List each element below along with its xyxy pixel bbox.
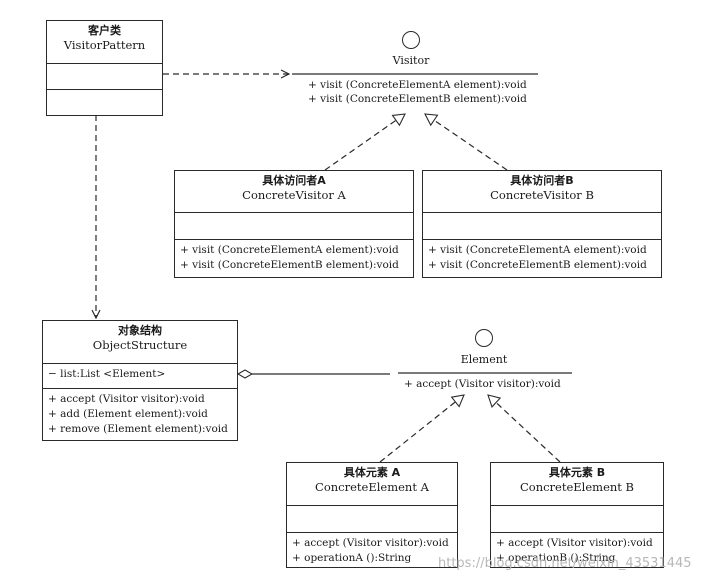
- element-interface: Element: [452, 329, 516, 366]
- concrete-visitor-b-op: + visit (ConcreteElementB element):void: [428, 259, 647, 271]
- concrete-element-b-header: 具体元素 B ConcreteElement B: [491, 463, 663, 505]
- watermark-text: https://blog.csdn.net/weixin_43531445: [438, 556, 692, 571]
- concrete-element-a-title-en: ConcreteElement A: [315, 480, 429, 494]
- concrete-element-a-class: 具体元素 A ConcreteElement A + accept (Visit…: [286, 462, 458, 568]
- concrete-visitor-a-operations: + visit (ConcreteElementA element):void …: [175, 239, 413, 275]
- visitor-name: Visitor: [392, 54, 430, 67]
- concrete-visitor-a-op: + visit (ConcreteElementB element):void: [180, 259, 399, 271]
- visitor-a-realization: [324, 113, 406, 171]
- visitor-operations: + visit (ConcreteElementA element):void …: [308, 78, 527, 106]
- element-name: Element: [460, 353, 508, 366]
- object-structure-header: 对象结构 ObjectStructure: [43, 321, 237, 363]
- client-operations: [47, 89, 162, 115]
- concrete-element-a-title-cn: 具体元素 A: [343, 466, 401, 479]
- object-structure-class: 对象结构 ObjectStructure − list:List <Elemen…: [42, 320, 238, 441]
- concrete-visitor-a-op: + visit (ConcreteElementA element):void: [180, 244, 399, 256]
- client-attributes: [47, 63, 162, 89]
- concrete-visitor-b-op: + visit (ConcreteElementA element):void: [428, 244, 647, 256]
- element-op: + accept (Visitor visitor):void: [404, 378, 561, 390]
- visitor-interface: Visitor: [380, 31, 442, 67]
- object-structure-title-en: ObjectStructure: [92, 338, 188, 352]
- visitor-b-realization: [424, 113, 508, 171]
- concrete-element-b-op: + accept (Visitor visitor):void: [496, 537, 653, 549]
- object-structure-attr: − list:List <Element>: [48, 368, 166, 380]
- element-a-realization: [379, 394, 465, 463]
- visitor-op: + visit (ConcreteElementB element):void: [308, 93, 527, 105]
- concrete-element-a-op: + accept (Visitor visitor):void: [292, 537, 449, 549]
- client-class-header: 客户类 VisitorPattern: [47, 21, 162, 63]
- concrete-visitor-b-class: 具体访问者B ConcreteVisitor B + visit (Concre…: [422, 170, 662, 278]
- object-structure-op: + remove (Element element):void: [48, 423, 228, 435]
- concrete-visitor-a-class: 具体访问者A ConcreteVisitor A + visit (Concre…: [174, 170, 414, 278]
- concrete-visitor-b-title-cn: 具体访问者B: [510, 174, 574, 187]
- concrete-visitor-a-title-en: ConcreteVisitor A: [242, 188, 346, 202]
- concrete-visitor-b-header: 具体访问者B ConcreteVisitor B: [423, 171, 661, 212]
- concrete-element-b-operations: + accept (Visitor visitor):void + operat…: [491, 532, 663, 568]
- visitor-op: + visit (ConcreteElementA element):void: [308, 79, 527, 91]
- concrete-element-b-attributes: [491, 505, 663, 532]
- concrete-visitor-a-attributes: [175, 212, 413, 239]
- concrete-visitor-b-operations: + visit (ConcreteElementA element):void …: [423, 239, 661, 275]
- concrete-element-a-attributes: [287, 505, 457, 532]
- client-class: 客户类 VisitorPattern: [46, 20, 163, 116]
- concrete-element-a-operations: + accept (Visitor visitor):void + operat…: [287, 532, 457, 568]
- object-structure-op: + add (Element element):void: [48, 408, 208, 420]
- concrete-element-b-op: + operationB ():String: [496, 552, 616, 564]
- concrete-element-b-title-en: ConcreteElement B: [519, 480, 635, 494]
- interface-circle-icon: [475, 329, 493, 347]
- interface-circle-icon: [402, 31, 420, 49]
- concrete-visitor-b-title-en: ConcreteVisitor B: [490, 188, 594, 202]
- element-operations: + accept (Visitor visitor):void: [404, 377, 561, 391]
- concrete-visitor-a-header: 具体访问者A ConcreteVisitor A: [175, 171, 413, 212]
- client-title-cn: 客户类: [88, 24, 121, 37]
- concrete-visitor-b-attributes: [423, 212, 661, 239]
- concrete-element-b-title-cn: 具体元素 B: [548, 466, 606, 479]
- client-title-en: VisitorPattern: [63, 38, 146, 52]
- object-structure-attributes: − list:List <Element>: [43, 363, 237, 388]
- concrete-element-a-op: + operationA ():String: [292, 552, 412, 564]
- concrete-visitor-a-title-cn: 具体访问者A: [262, 174, 326, 187]
- concrete-element-a-header: 具体元素 A ConcreteElement A: [287, 463, 457, 505]
- object-structure-operations: + accept (Visitor visitor):void + add (E…: [43, 388, 237, 439]
- object-structure-op: + accept (Visitor visitor):void: [48, 393, 205, 405]
- concrete-element-b-class: 具体元素 B ConcreteElement B + accept (Visit…: [490, 462, 664, 568]
- object-structure-title-cn: 对象结构: [118, 324, 162, 337]
- element-b-realization: [487, 394, 561, 463]
